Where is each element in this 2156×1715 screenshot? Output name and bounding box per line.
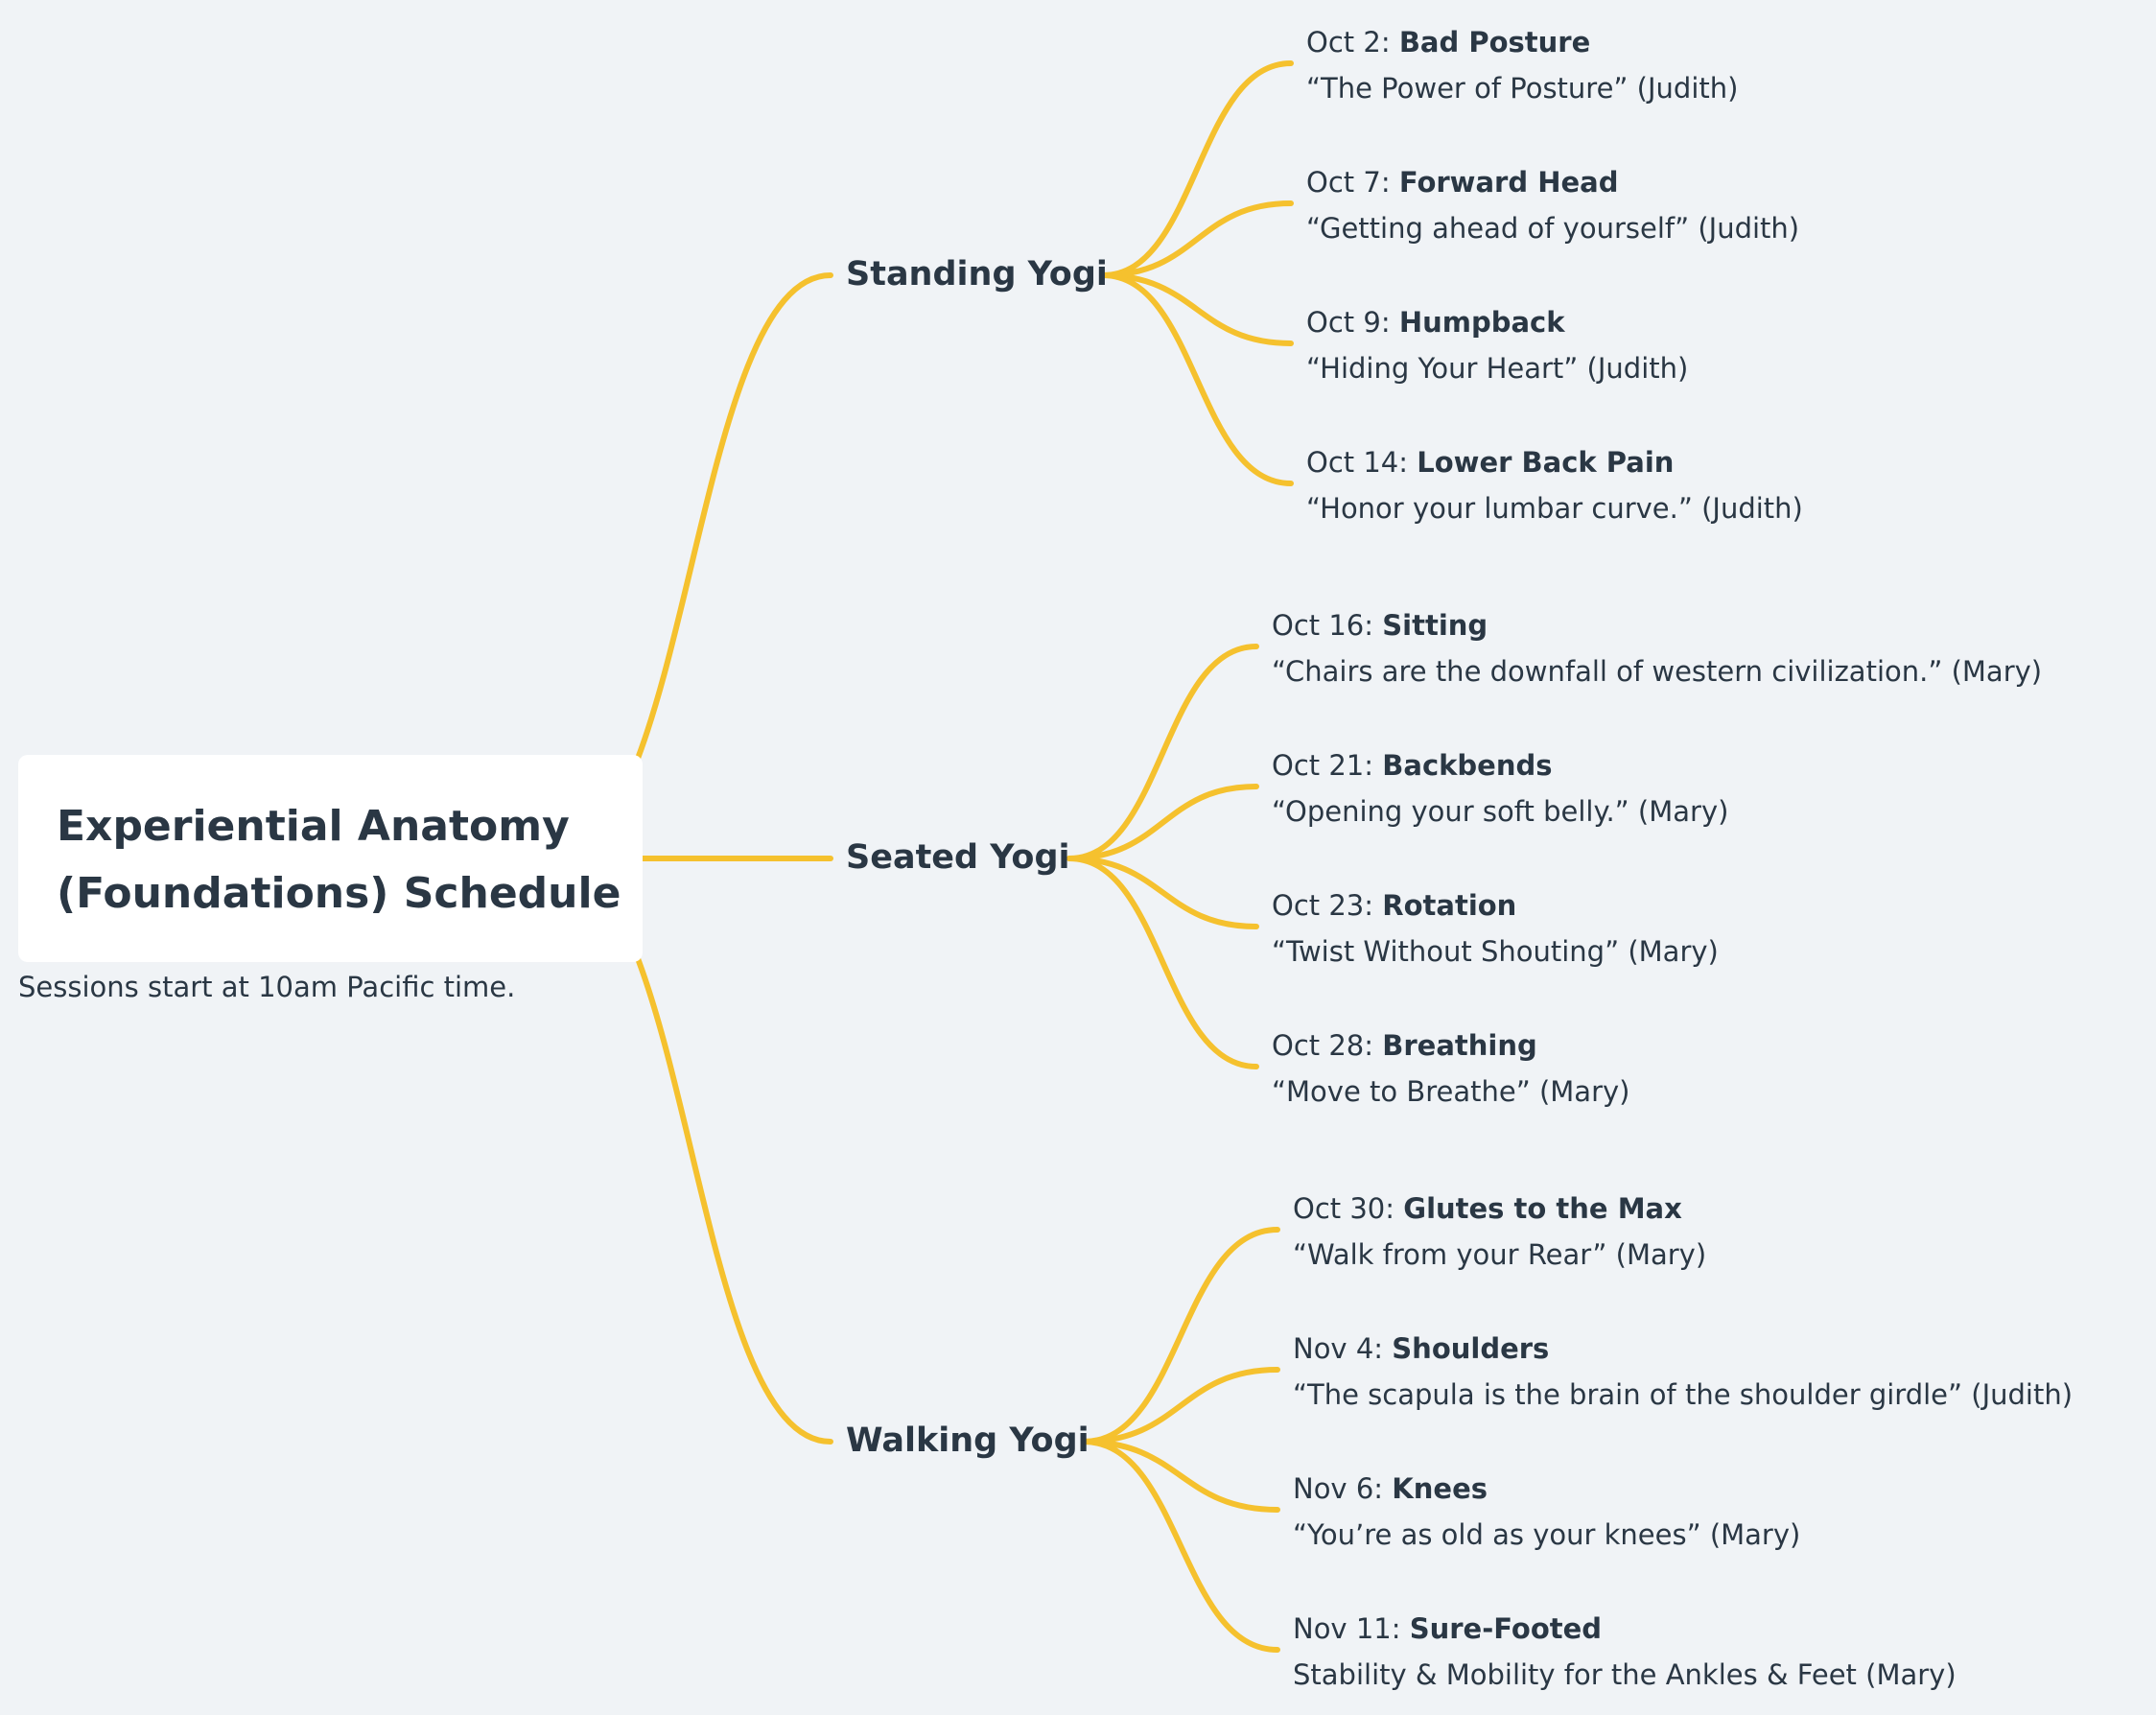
session-heading: Oct 28: Breathing xyxy=(1272,1029,1537,1062)
session-oct-21[interactable]: Oct 21: Backbends “Opening your soft bel… xyxy=(1272,742,1728,834)
session-oct-9[interactable]: Oct 9: Humpback “Hiding Your Heart” (Jud… xyxy=(1306,299,1688,391)
session-date: Nov 4 xyxy=(1293,1332,1374,1365)
session-topic: Shoulders xyxy=(1392,1332,1550,1365)
session-detail: “Opening your soft belly.” (Mary) xyxy=(1272,795,1729,828)
session-nov-6[interactable]: Nov 6: Knees “You’re as old as your knee… xyxy=(1293,1466,1800,1558)
session-detail: Stability & Mobility for the Ankles & Fe… xyxy=(1293,1658,1957,1691)
session-date: Oct 28 xyxy=(1272,1029,1365,1062)
session-heading: Nov 4: Shoulders xyxy=(1293,1332,1550,1365)
session-detail: “Honor your lumbar curve.” (Judith) xyxy=(1306,492,1803,525)
session-nov-11[interactable]: Nov 11: Sure-Footed Stability & Mobility… xyxy=(1293,1606,1957,1698)
session-detail: “Walk from your Rear” (Mary) xyxy=(1293,1238,1707,1271)
session-date: Nov 11 xyxy=(1293,1612,1392,1645)
connector-branch-1-session-1 xyxy=(1100,60,1294,278)
branch-walking-yogi[interactable]: Walking Yogi xyxy=(846,1421,1090,1460)
session-oct-30[interactable]: Oct 30: Glutes to the Max “Walk from you… xyxy=(1293,1186,1706,1278)
session-heading: Oct 2: Bad Posture xyxy=(1306,26,1591,59)
session-topic: Sure-Footed xyxy=(1409,1612,1603,1645)
connector-branch-3-session-1 xyxy=(1081,1227,1280,1445)
root-topic[interactable]: Experiential Anatomy (Foundations) Sched… xyxy=(18,755,643,962)
session-detail: “You’re as old as your knees” (Mary) xyxy=(1293,1518,1801,1551)
session-oct-2[interactable]: Oct 2: Bad Posture “The Power of Posture… xyxy=(1306,19,1738,111)
session-topic: Humpback xyxy=(1398,306,1565,339)
session-topic: Bad Posture xyxy=(1398,26,1591,59)
session-date: Oct 30 xyxy=(1293,1192,1386,1225)
session-oct-28[interactable]: Oct 28: Breathing “Move to Breathe” (Mar… xyxy=(1272,1022,1629,1115)
session-topic: Sitting xyxy=(1382,609,1488,642)
session-detail: “The Power of Posture” (Judith) xyxy=(1306,72,1739,105)
session-heading: Oct 16: Sitting xyxy=(1272,609,1488,642)
session-detail: “The scapula is the brain of the shoulde… xyxy=(1293,1378,2074,1411)
connector-branch-2-session-1 xyxy=(1066,644,1259,861)
root-title-line-2: (Foundations) Schedule xyxy=(57,869,621,918)
session-oct-16[interactable]: Oct 16: Sitting “Chairs are the downfall… xyxy=(1272,602,2042,694)
session-detail: “Twist Without Shouting” (Mary) xyxy=(1272,935,1719,968)
session-topic: Breathing xyxy=(1382,1029,1537,1062)
session-heading: Oct 21: Backbends xyxy=(1272,749,1553,782)
session-heading: Oct 23: Rotation xyxy=(1272,889,1517,922)
session-detail: “Hiding Your Heart” (Judith) xyxy=(1306,352,1689,385)
session-heading: Oct 7: Forward Head xyxy=(1306,166,1619,199)
session-detail: “Getting ahead of yourself” (Judith) xyxy=(1306,212,1800,245)
session-date: Oct 7 xyxy=(1306,166,1381,199)
connector-branch-3-session-4 xyxy=(1081,1439,1280,1653)
session-date: Oct 23 xyxy=(1272,889,1365,922)
session-topic: Forward Head xyxy=(1398,166,1619,199)
session-heading: Nov 6: Knees xyxy=(1293,1472,1488,1505)
root-title: Experiential Anatomy (Foundations) Sched… xyxy=(57,793,621,928)
session-topic: Backbends xyxy=(1382,749,1553,782)
session-oct-14[interactable]: Oct 14: Lower Back Pain “Honor your lumb… xyxy=(1306,439,1803,531)
connector-branch-1-session-2 xyxy=(1100,200,1294,278)
session-detail: “Chairs are the downfall of western civi… xyxy=(1272,655,2043,688)
session-date: Oct 16 xyxy=(1272,609,1365,642)
session-nov-4[interactable]: Nov 4: Shoulders “The scapula is the bra… xyxy=(1293,1326,2073,1418)
root-note: Sessions start at 10am Pacific time. xyxy=(18,971,516,1003)
session-topic: Rotation xyxy=(1382,889,1517,922)
connector-branch-1-session-3 xyxy=(1100,272,1294,346)
branch-seated-yogi[interactable]: Seated Yogi xyxy=(846,838,1070,877)
session-date: Nov 6 xyxy=(1293,1472,1374,1505)
root-title-line-1: Experiential Anatomy xyxy=(57,802,570,851)
session-oct-7[interactable]: Oct 7: Forward Head “Getting ahead of yo… xyxy=(1306,159,1799,251)
connector-branch-2-session-3 xyxy=(1066,856,1259,929)
session-date: Oct 21 xyxy=(1272,749,1365,782)
connector-branch-3-session-3 xyxy=(1081,1439,1280,1513)
session-date: Oct 9 xyxy=(1306,306,1381,339)
branch-standing-yogi[interactable]: Standing Yogi xyxy=(846,255,1108,294)
session-heading: Nov 11: Sure-Footed xyxy=(1293,1612,1603,1645)
session-heading: Oct 30: Glutes to the Max xyxy=(1293,1192,1682,1225)
session-topic: Lower Back Pain xyxy=(1417,446,1675,479)
connector-branch-2-session-2 xyxy=(1066,784,1259,861)
session-heading: Oct 9: Humpback xyxy=(1306,306,1565,339)
session-topic: Knees xyxy=(1392,1472,1488,1505)
session-detail: “Move to Breathe” (Mary) xyxy=(1272,1075,1630,1108)
session-date: Oct 2 xyxy=(1306,26,1381,59)
session-heading: Oct 14: Lower Back Pain xyxy=(1306,446,1675,479)
session-topic: Glutes to the Max xyxy=(1403,1192,1682,1225)
session-oct-23[interactable]: Oct 23: Rotation “Twist Without Shouting… xyxy=(1272,882,1719,975)
session-date: Oct 14 xyxy=(1306,446,1399,479)
connector-branch-1-session-4 xyxy=(1100,272,1294,486)
connector-branch-2-session-4 xyxy=(1066,856,1259,1069)
connector-branch-3-session-2 xyxy=(1081,1367,1280,1445)
